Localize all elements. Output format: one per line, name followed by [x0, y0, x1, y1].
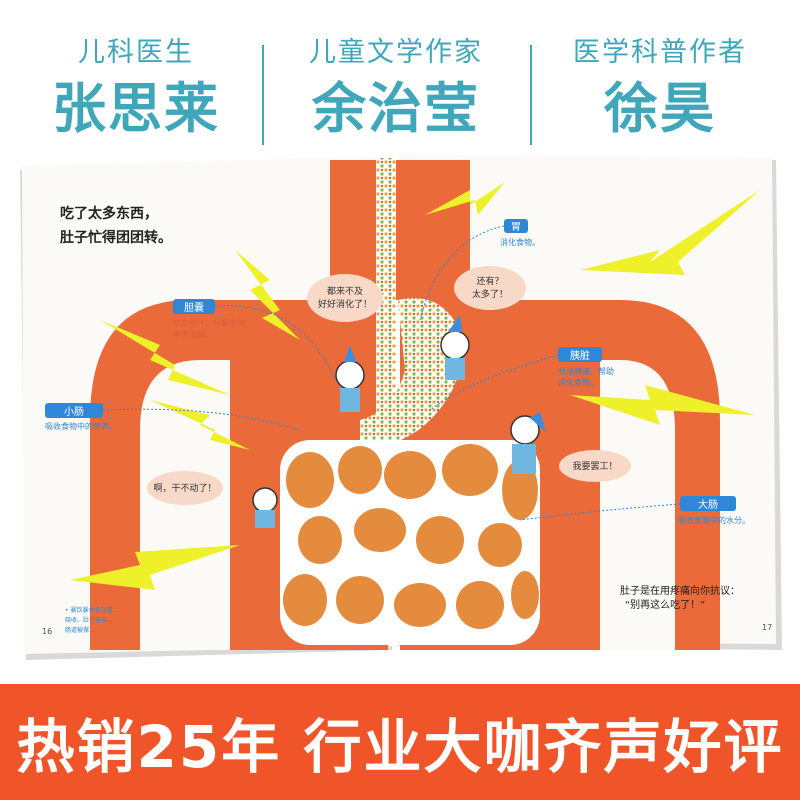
speech-bubble [307, 274, 383, 322]
credit-name: 余治莹 [312, 77, 480, 140]
page-heading: 肚子忙得团团转。 [60, 229, 172, 246]
footnote: 肠道被撑... [65, 626, 95, 634]
label-desc: 吸收食物中的水分。 [678, 515, 750, 525]
bubble-text: 还有？ [476, 275, 503, 287]
credit-divider [530, 45, 532, 145]
credit-pediatrician: 儿科医生 张思莱 [16, 36, 256, 142]
bubble-text: 啊，干不动了！ [153, 483, 216, 494]
esophagus [376, 158, 396, 448]
label-title: 胆囊 [184, 301, 204, 314]
label-pill-large-intestine [680, 496, 736, 511]
bubble-text: 我要罢工！ [572, 461, 617, 472]
lightning-bolts [70, 182, 760, 590]
label-desc: 储存胆汁，分解食物 [173, 318, 245, 328]
book-spread: 吃了太多东西， 肚子忙得团团转。 胆囊 储存胆汁，分解食物 中的油脂。 小肠 吸… [20, 154, 782, 660]
credit-name: 徐昊 [604, 77, 716, 140]
page-heading: 吃了太多东西， [60, 205, 158, 222]
footnote: 吸收、肚子容易... [65, 616, 113, 624]
label-desc: 分泌胰液，帮助 [558, 366, 614, 376]
label-title: 胰脏 [570, 349, 590, 362]
bubble-text: 太多了！ [472, 288, 508, 300]
speech-bubble [454, 266, 526, 310]
credit-role: 医学科普作者 [573, 37, 747, 68]
page-number-left: 16 [42, 627, 52, 636]
label-pill-small-intestine [45, 403, 103, 418]
credit-role: 儿科医生 [78, 37, 194, 68]
credit-name: 张思莱 [52, 77, 220, 140]
label-pill-gallbladder [173, 299, 215, 314]
little-character [510, 412, 546, 474]
speech-bubble [559, 450, 631, 482]
label-pill-stomach [504, 219, 528, 233]
credit-divider [262, 45, 264, 145]
page-number-right: 17 [762, 623, 772, 632]
label-title: 大肠 [698, 498, 718, 511]
author-credits: 儿科医生 张思莱 儿童文学作家 余治莹 医学科普作者 徐昊 [0, 0, 800, 150]
label-desc: 吸收食物中的营养。 [45, 421, 117, 431]
bubble-text: 好好消化了！ [318, 298, 372, 310]
label-title: 小肠 [64, 406, 84, 418]
label-desc: 消化食物。 [558, 377, 598, 387]
footnote: • 暴饮暴食会加重... [65, 606, 118, 614]
credit-writer: 儿童文学作家 余治莹 [276, 36, 516, 142]
intestine-loops [283, 444, 539, 629]
little-character [335, 345, 365, 412]
credit-science-author: 医学科普作者 徐昊 [540, 36, 780, 142]
little-character [440, 315, 470, 380]
label-title: 胃 [511, 221, 521, 233]
stomach-illustration [360, 298, 462, 446]
body-silhouette [90, 160, 720, 650]
leader-lines [102, 225, 681, 521]
promo-banner: 热销25年 行业大咖齐声好评 [0, 684, 800, 800]
little-character [252, 487, 278, 528]
page-caption: “别再这么吃了！” [625, 598, 705, 611]
promo-banner-text: 热销25年 行业大咖齐声好评 [16, 713, 784, 781]
label-desc: 中的油脂。 [173, 329, 213, 339]
credit-role: 儿童文学作家 [309, 37, 483, 68]
bubble-text: 都来不及 [327, 286, 363, 297]
page-caption: 肚子是在用疼痛向你抗议： [620, 584, 740, 597]
label-pill-pancreas [558, 347, 602, 362]
speech-bubble [147, 471, 223, 505]
label-desc: 消化食物。 [500, 237, 540, 247]
